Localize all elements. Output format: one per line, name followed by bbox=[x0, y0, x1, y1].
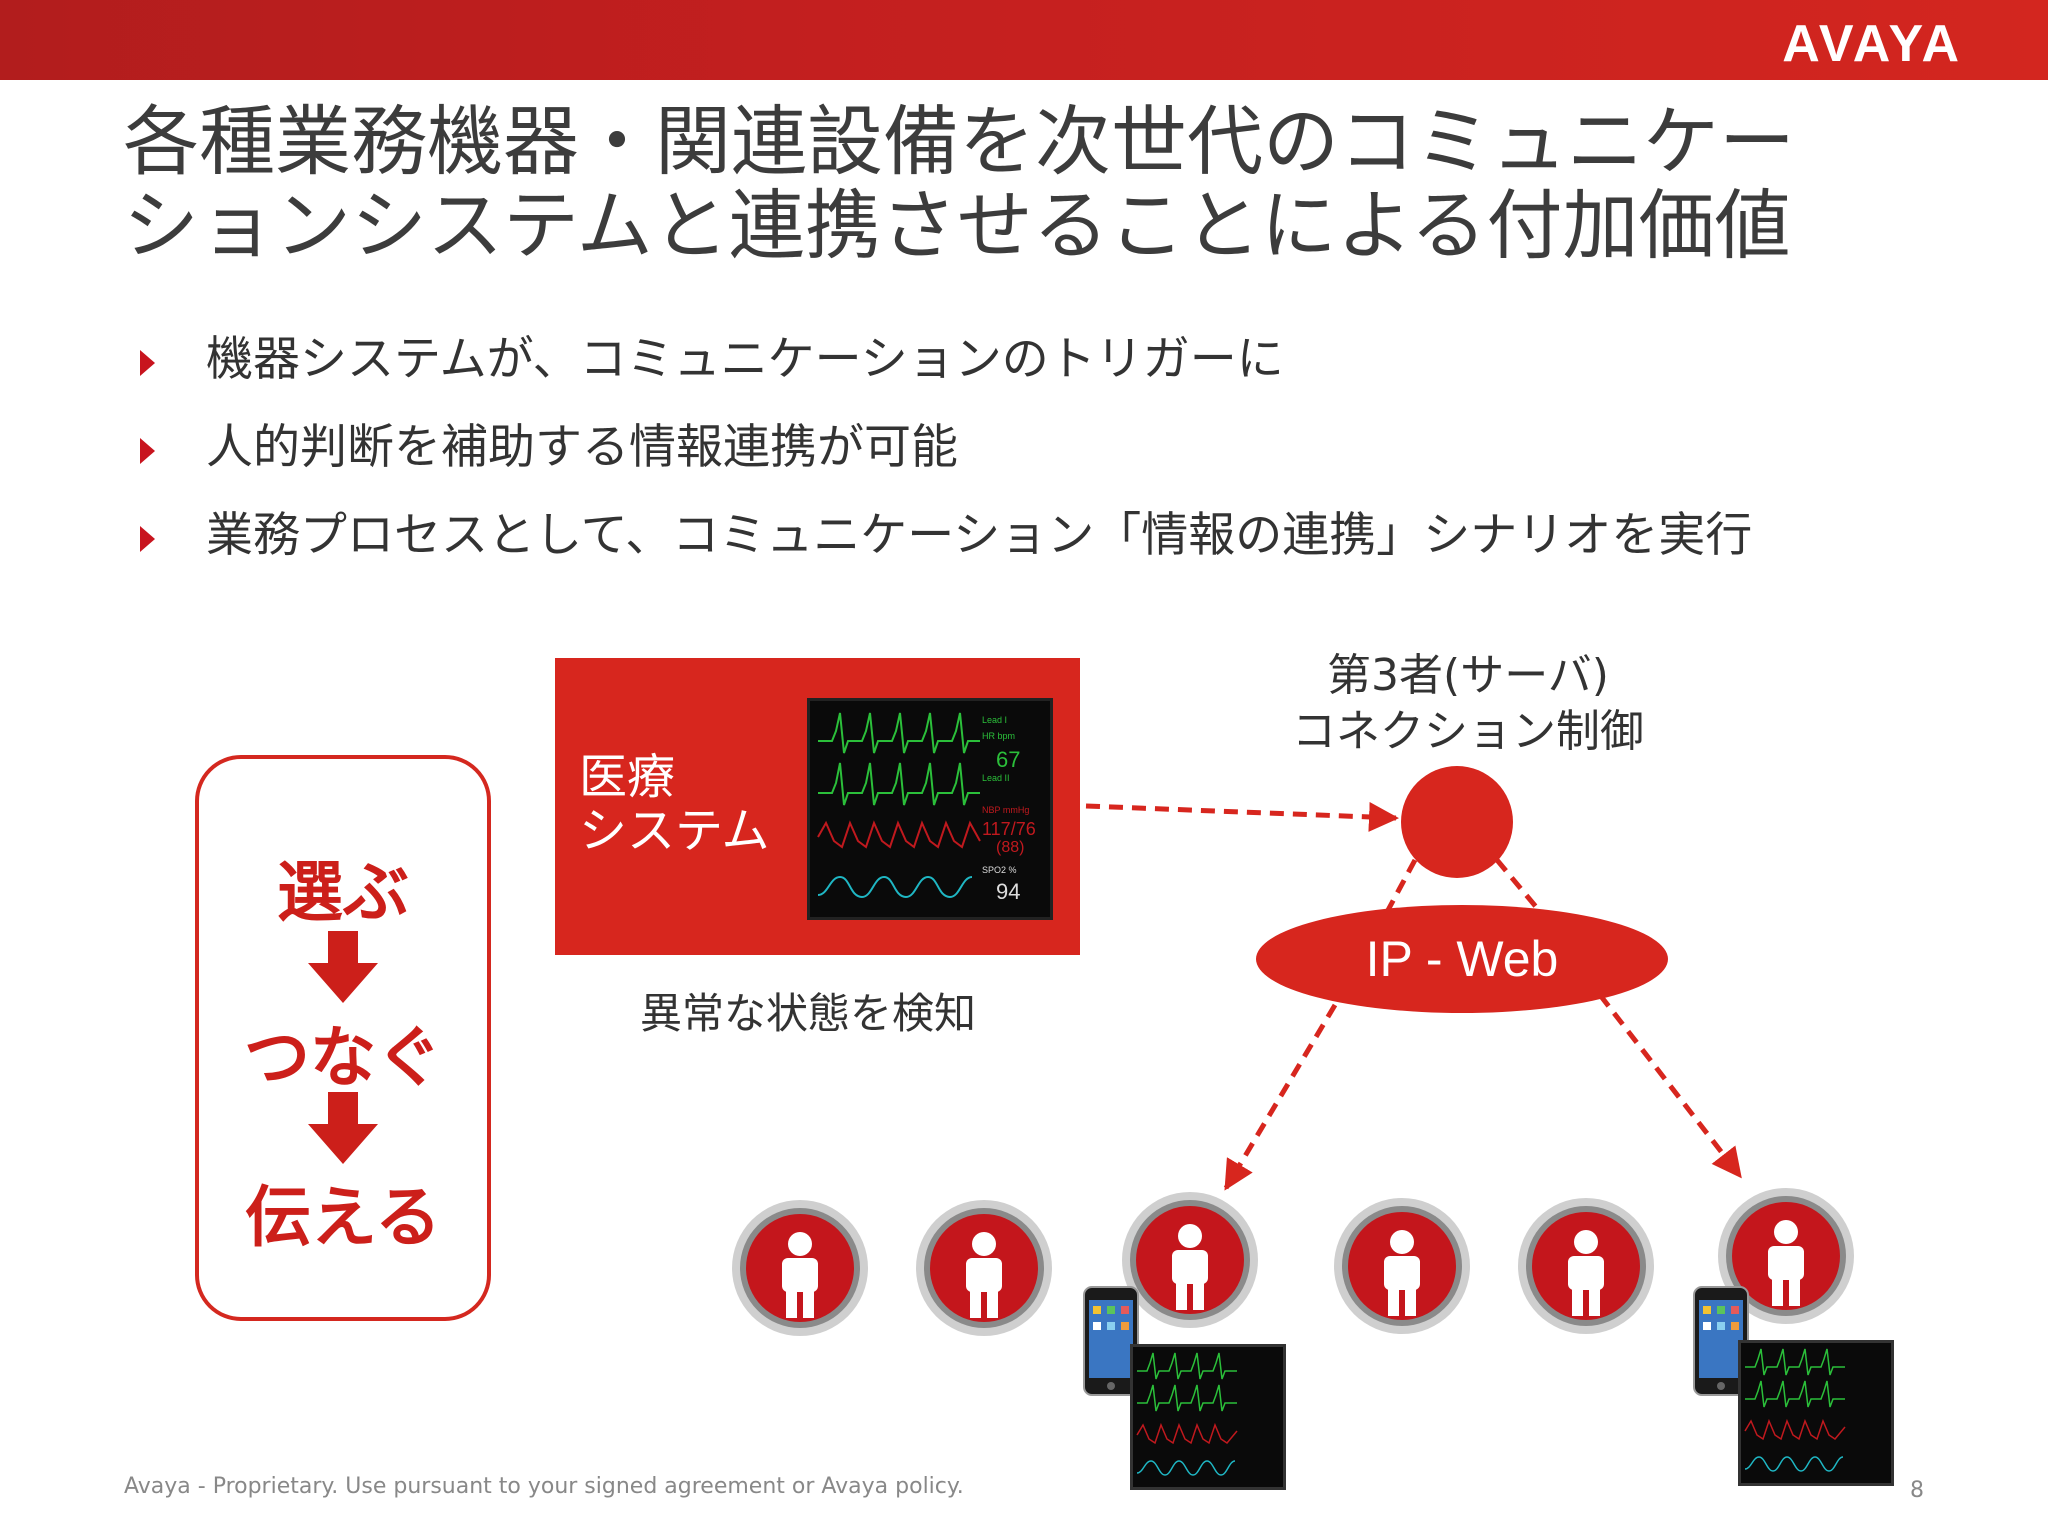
title-line-1: 各種業務機器・関連設備を次世代のコミュニケー bbox=[123, 97, 1795, 186]
person-icon bbox=[916, 1200, 1052, 1336]
medical-caption: 異常な状態を検知 bbox=[640, 989, 977, 1038]
avaya-logo: AVAYA bbox=[1782, 15, 1962, 73]
vital-monitor: Lead I HR bpm 67 Lead II NBP mmHg 117/76… bbox=[807, 698, 1053, 920]
header-bar bbox=[0, 0, 2048, 80]
footer-text: Avaya - Proprietary. Use pursuant to you… bbox=[124, 1474, 964, 1499]
person-icon bbox=[1334, 1198, 1470, 1334]
bullet-list: 機器システムが、コミュニケーションのトリガーに 人的判断を補助する情報連携が可能… bbox=[140, 330, 1752, 594]
bullet-item: 業務プロセスとして、コミュニケーション「情報の連携」シナリオを実行 bbox=[140, 506, 1752, 594]
mini-vital-monitor bbox=[1738, 1340, 1894, 1486]
flow-step-convey: 伝える bbox=[244, 1179, 442, 1256]
slide-title: 各種業務機器・関連設備を次世代のコミュニケー ションシステムと連携させることによ… bbox=[123, 100, 1943, 268]
mini-vital-monitor bbox=[1130, 1344, 1286, 1490]
person-icon bbox=[1518, 1198, 1654, 1334]
down-arrow-icon bbox=[308, 1092, 378, 1164]
ip-web-network: IP - Web bbox=[1256, 905, 1668, 1013]
ecg-waveform-icon bbox=[1744, 1348, 1846, 1472]
ecg-waveform-icon bbox=[1136, 1352, 1238, 1476]
bullet-triangle-icon bbox=[140, 350, 155, 376]
down-arrow-icon bbox=[308, 931, 378, 1003]
bullet-triangle-icon bbox=[140, 526, 155, 552]
smartphone-icon bbox=[1083, 1286, 1139, 1396]
medical-system-box: 医療 システム Lead I HR bpm 67 Lead II NBP mmH… bbox=[555, 658, 1080, 955]
person-icon bbox=[732, 1200, 868, 1336]
bullet-item: 機器システムが、コミュニケーションのトリガーに bbox=[140, 330, 1752, 418]
page-number: 8 bbox=[1910, 1478, 1924, 1503]
flow-step-connect: つなぐ bbox=[244, 1019, 442, 1096]
person-icon bbox=[1122, 1192, 1258, 1328]
person-icon bbox=[1718, 1188, 1854, 1324]
bullet-triangle-icon bbox=[140, 438, 155, 464]
title-line-2: ションシステムと連携させることによる付加価値 bbox=[123, 181, 1791, 270]
medical-system-title: 医療 システム bbox=[579, 749, 770, 859]
ecg-waveform-icon bbox=[817, 712, 981, 899]
flow-step-select: 選ぶ bbox=[277, 854, 409, 931]
flow-steps-box: 選ぶ つなぐ 伝える bbox=[195, 755, 491, 1321]
server-label: 第3者(サーバ) コネクション制御 bbox=[1292, 650, 1644, 757]
bullet-item: 人的判断を補助する情報連携が可能 bbox=[140, 418, 1752, 506]
server-node bbox=[1401, 766, 1513, 878]
